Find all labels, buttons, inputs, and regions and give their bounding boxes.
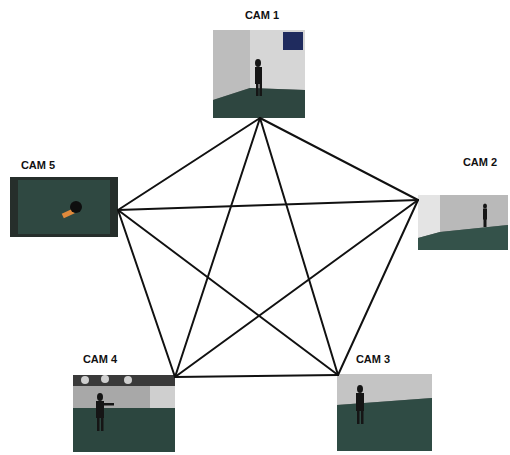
camera-node: CAM 2 [418, 152, 508, 250]
camera-link [175, 118, 260, 377]
camera-label-box: CAM 2 [462, 152, 499, 170]
camera-link [118, 118, 260, 210]
camera-link [260, 118, 338, 375]
camera-photo [337, 374, 432, 451]
camera-label-box: CAM 5 [20, 155, 57, 173]
camera-node: CAM 3 [337, 349, 432, 451]
camera-link [118, 210, 338, 375]
camera-photo [418, 195, 508, 250]
camera-node: CAM 1 [213, 5, 305, 118]
camera-link [175, 200, 418, 377]
camera-link [175, 375, 338, 377]
camera-photo [73, 375, 175, 452]
camera-photo [213, 30, 305, 118]
camera-photo [10, 177, 118, 237]
camera-node: CAM 5 [10, 155, 118, 237]
camera-label: CAM 5 [21, 159, 55, 171]
camera-link [260, 118, 418, 200]
camera-label: CAM 1 [245, 9, 279, 21]
camera-node: CAM 4 [73, 349, 175, 452]
camera-link [118, 210, 175, 377]
camera-link [118, 200, 418, 210]
camera-label-box: CAM 1 [244, 5, 281, 23]
camera-label-box: CAM 3 [355, 349, 392, 367]
camera-label: CAM 4 [83, 353, 117, 365]
camera-link [338, 200, 418, 375]
camera-label: CAM 2 [463, 156, 497, 168]
camera-label: CAM 3 [356, 353, 390, 365]
camera-label-box: CAM 4 [82, 349, 119, 367]
